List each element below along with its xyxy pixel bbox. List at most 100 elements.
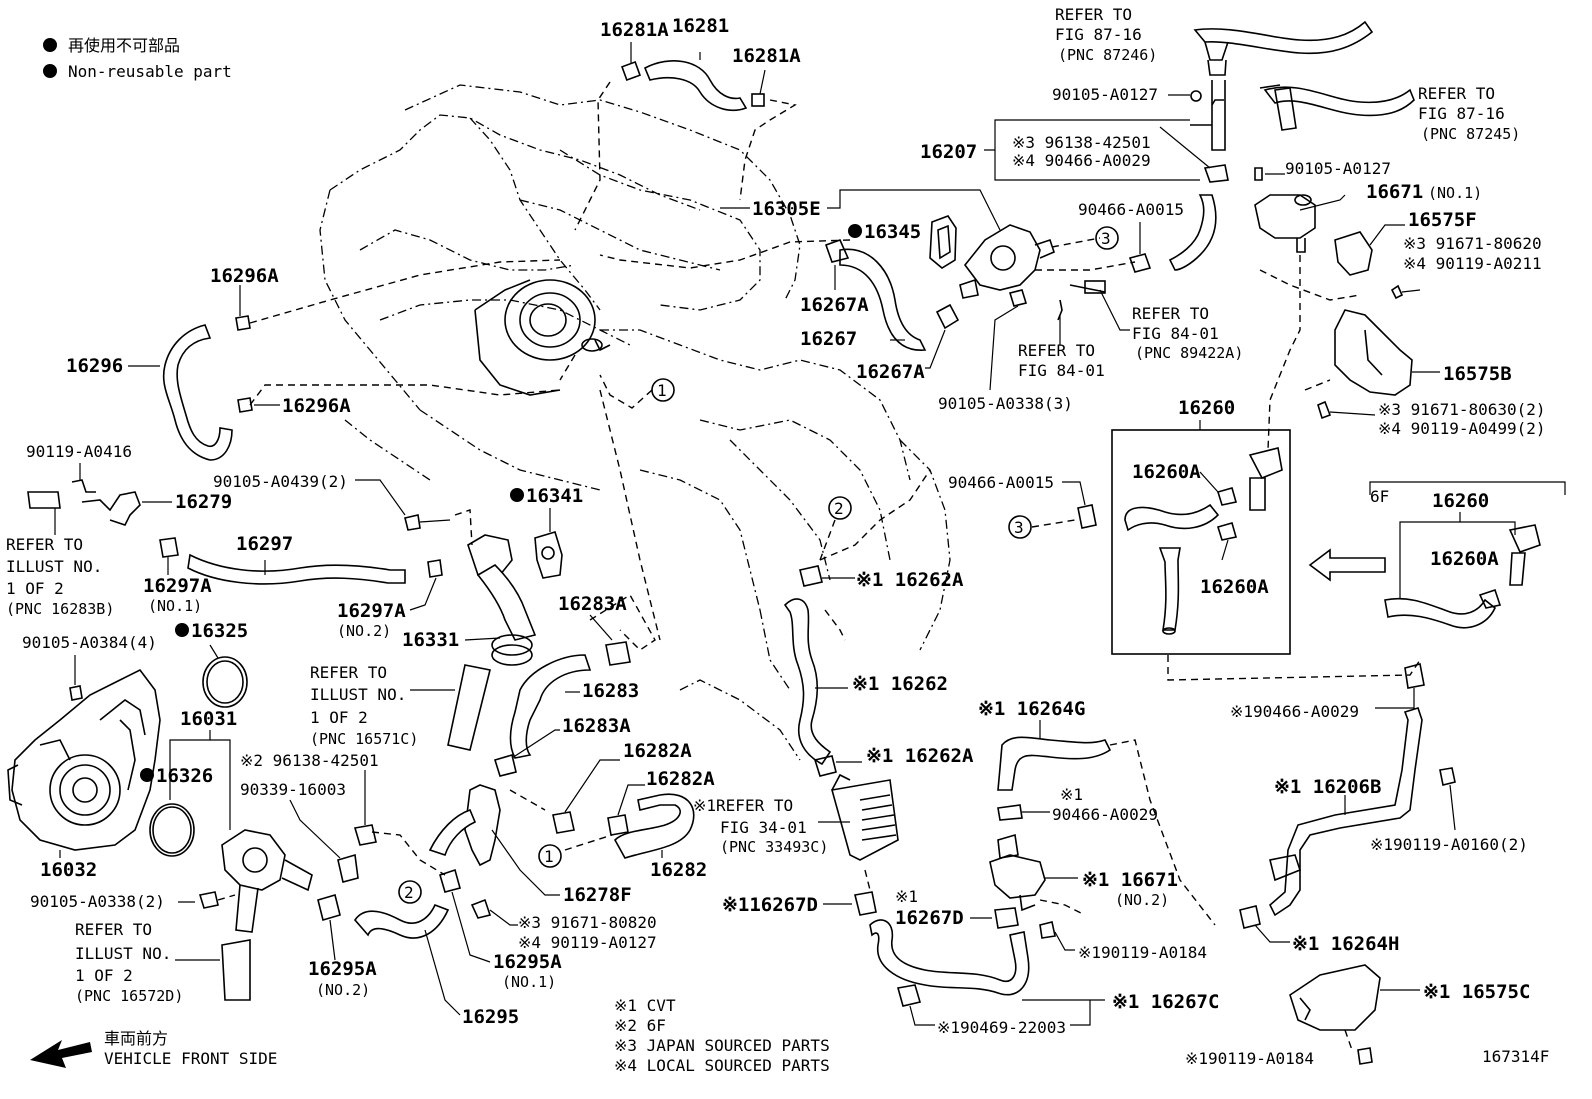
part-16575C-group [1289,964,1420,1031]
label-16295A-no1: 16295A [493,951,562,973]
refer-d-3: 1 OF 2 [75,966,133,985]
label-16325: 16325 [191,620,248,642]
label-16281A-top: 16281A [600,19,669,41]
label-16262A-a: ※1 16262A [856,569,964,591]
callout-3-text: 3 [1101,229,1111,248]
label-96138-42501-3: ※3 96138-42501 [1012,133,1151,152]
refer-87-16b-3: (PNC 87245) [1421,125,1520,143]
refer-87-16b-1: REFER TO [1418,84,1495,103]
callout-3b-text: 3 [1014,518,1024,537]
label-16260A-a: 16260A [1132,461,1201,483]
part-16671-no1-group [1254,167,1346,451]
label-90105-A0338-3: 90105-A0338(3) [938,394,1073,413]
label-16296: 16296 [66,355,123,377]
non-reusable-dot-icon [848,224,862,238]
label-16283A-a: 16283A [558,593,627,615]
label-90105-A0439: 90105-A0439(2) [213,472,348,491]
label-16282A-b: 16282A [646,768,715,790]
arrow-left-icon [1308,548,1386,582]
label-90119-A0127: ※4 90119-A0127 [518,933,657,952]
footnote-3: ※3 JAPAN SOURCED PARTS [614,1036,830,1055]
non-reusable-dot-icon [510,488,524,502]
non-reusable-dot-icon [43,38,57,52]
refer-87-16a-3: (PNC 87246) [1058,46,1157,64]
label-16264H: ※1 16264H [1292,933,1399,955]
label-90469-22003: ※190469-22003 [937,1018,1066,1037]
label-90119-A0184-a: ※190119-A0184 [1078,943,1207,962]
label-16575F: 16575F [1408,209,1477,231]
refer-d-1: REFER TO [75,920,152,939]
label-16297A-no1: 16297A [143,575,212,597]
label-90105-A0384: 90105-A0384(4) [22,633,157,652]
label-16296A-b: 16296A [282,395,351,417]
refer-87-16b-2: FIG 87-16 [1418,104,1505,123]
label-16267D-b1: ※1 [895,887,918,906]
label-16267: 16267 [800,328,857,350]
part-16671-no2-group [989,833,1086,916]
label-16331: 16331 [402,629,459,651]
refer-34-1: ※1REFER TO [693,796,793,815]
part-16575B-group [1304,309,1440,420]
label-16297A-no1-sub: (NO.1) [148,597,202,615]
label-90466-A0015-a: 90466-A0015 [1078,200,1184,219]
refer-c-2: ILLUST NO. [310,685,406,704]
legend-en: Non-reusable part [68,62,232,81]
label-91671-80630: ※3 91671-80630(2) [1378,400,1546,419]
refer-a-3: 1 OF 2 [6,579,64,598]
label-16305E: 16305E [752,198,821,220]
callout-circle-2 [828,496,852,520]
water-outlet-group [959,224,1136,307]
callout-2-text: 2 [834,499,844,518]
label-16281: 16281 [672,15,729,37]
callout-circle-3 [1095,226,1119,250]
label-90466-A0029-c: ※190466-A0029 [1230,702,1359,721]
label-16260A-b: 16260A [1200,576,1269,598]
label-16326: 16326 [156,765,213,787]
non-reusable-dot-icon [140,768,154,782]
refer-84a-2: FIG 84-01 [1132,324,1219,343]
part-16206B-group [1269,663,1456,917]
label-16267D-a: ※116267D [722,894,818,916]
label-16262: ※1 16262 [852,673,948,695]
label-16279: 16279 [175,491,232,513]
label-90466-A0029-a1: ※1 [1060,785,1083,804]
refer-84b-2: FIG 84-01 [1018,361,1105,380]
refer-87-16a-1: REFER TO [1055,5,1132,24]
label-16295A-no2-sub: (NO.2) [316,981,370,999]
label-90466-A0029-4: ※4 90466-A0029 [1012,151,1151,170]
label-16283A-b: 16283A [562,715,631,737]
label-16296A-a: 16296A [210,265,279,287]
label-16278F: 16278F [563,884,632,906]
label-16345: 16345 [864,221,921,243]
label-16671-no2: ※1 16671 [1082,869,1178,891]
label-16267C: ※1 16267C [1112,991,1219,1013]
water-pump-group [7,668,161,851]
label-16267A-a: 16267A [800,294,869,316]
refer-a-1: REFER TO [6,535,83,554]
label-90119-A0160: ※190119-A0160(2) [1370,835,1528,854]
footnote-2: ※2 6F [614,1016,666,1035]
refer-c-4: (PNC 16571C) [310,730,418,748]
label-90105-A0127-a: 90105-A0127 [1052,85,1158,104]
label-90339-16003: 90339-16003 [240,780,346,799]
refer-84b-1: REFER TO [1018,341,1095,360]
label-90105-A0338-2: 90105-A0338(2) [30,892,165,911]
label-16297A-no2-sub: (NO.2) [337,622,391,640]
label-91671-80820: ※3 91671-80820 [518,913,657,932]
label-16282: 16282 [650,859,707,881]
label-6F: 6F [1370,487,1389,506]
refer-a-4: (PNC 16283B) [6,600,114,618]
label-16264G: ※1 16264G [978,698,1085,720]
label-16281A-right: 16281A [732,45,801,67]
label-16297: 16297 [236,533,293,555]
front-jp: 車両前方 [104,1029,168,1048]
label-16206B: ※1 16206B [1274,776,1381,798]
refer-d-2: ILLUST NO. [75,944,171,963]
engine-block-outline [319,84,951,761]
label-16267A-b: 16267A [856,361,925,383]
label-16671-no1-sub: (NO.1) [1428,184,1482,202]
front-en: VEHICLE FRONT SIDE [104,1049,277,1068]
label-16282A-a: 16282A [623,740,692,762]
footnote-1: ※1 CVT [614,996,676,1015]
